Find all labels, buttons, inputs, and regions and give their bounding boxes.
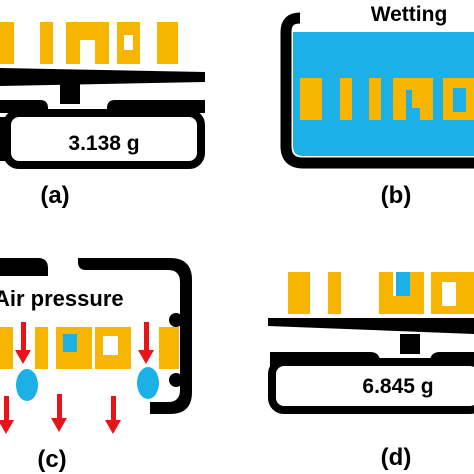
scale-pan-d xyxy=(268,318,474,334)
knob-bottom xyxy=(169,373,183,387)
pressure-cover-right xyxy=(78,258,192,414)
sample-wetted xyxy=(288,272,474,314)
caption-a: (a) xyxy=(40,182,69,209)
droplet-right xyxy=(137,367,159,399)
sample-immersed xyxy=(300,78,474,120)
panel-d: 6.845 g (d) xyxy=(268,272,474,471)
panel-c: Air pressure (c) xyxy=(0,258,192,473)
sample-draining xyxy=(0,327,179,369)
pressure-cover-left xyxy=(0,258,48,276)
panel-b: Wetting (b) xyxy=(280,3,474,209)
container-wall xyxy=(280,12,474,169)
arrow-lower-1 xyxy=(0,396,14,434)
scale-reading-d: 6.845 g xyxy=(362,375,433,398)
knob-top xyxy=(169,313,183,327)
wetting-label: Wetting xyxy=(371,3,448,26)
arrow-lower-2 xyxy=(51,394,67,432)
droplet-left xyxy=(16,369,38,401)
arrow-upper-right xyxy=(138,322,154,364)
arrow-lower-3 xyxy=(105,396,121,434)
arrow-upper-left xyxy=(15,322,31,364)
air-pressure-arrows xyxy=(0,322,154,434)
scale-reading-a: 3.138 g xyxy=(68,132,139,155)
panel-a: 3.138 g (a) xyxy=(0,22,205,209)
scale-pan xyxy=(0,68,205,86)
caption-b: (b) xyxy=(381,182,412,209)
caption-d: (d) xyxy=(381,444,412,471)
air-pressure-label: Air pressure xyxy=(0,286,124,311)
scale-display-d xyxy=(268,358,474,414)
sample-dry xyxy=(0,22,178,64)
water-bath xyxy=(293,32,474,156)
scale-stem xyxy=(0,82,205,113)
caption-c: (c) xyxy=(37,446,66,473)
